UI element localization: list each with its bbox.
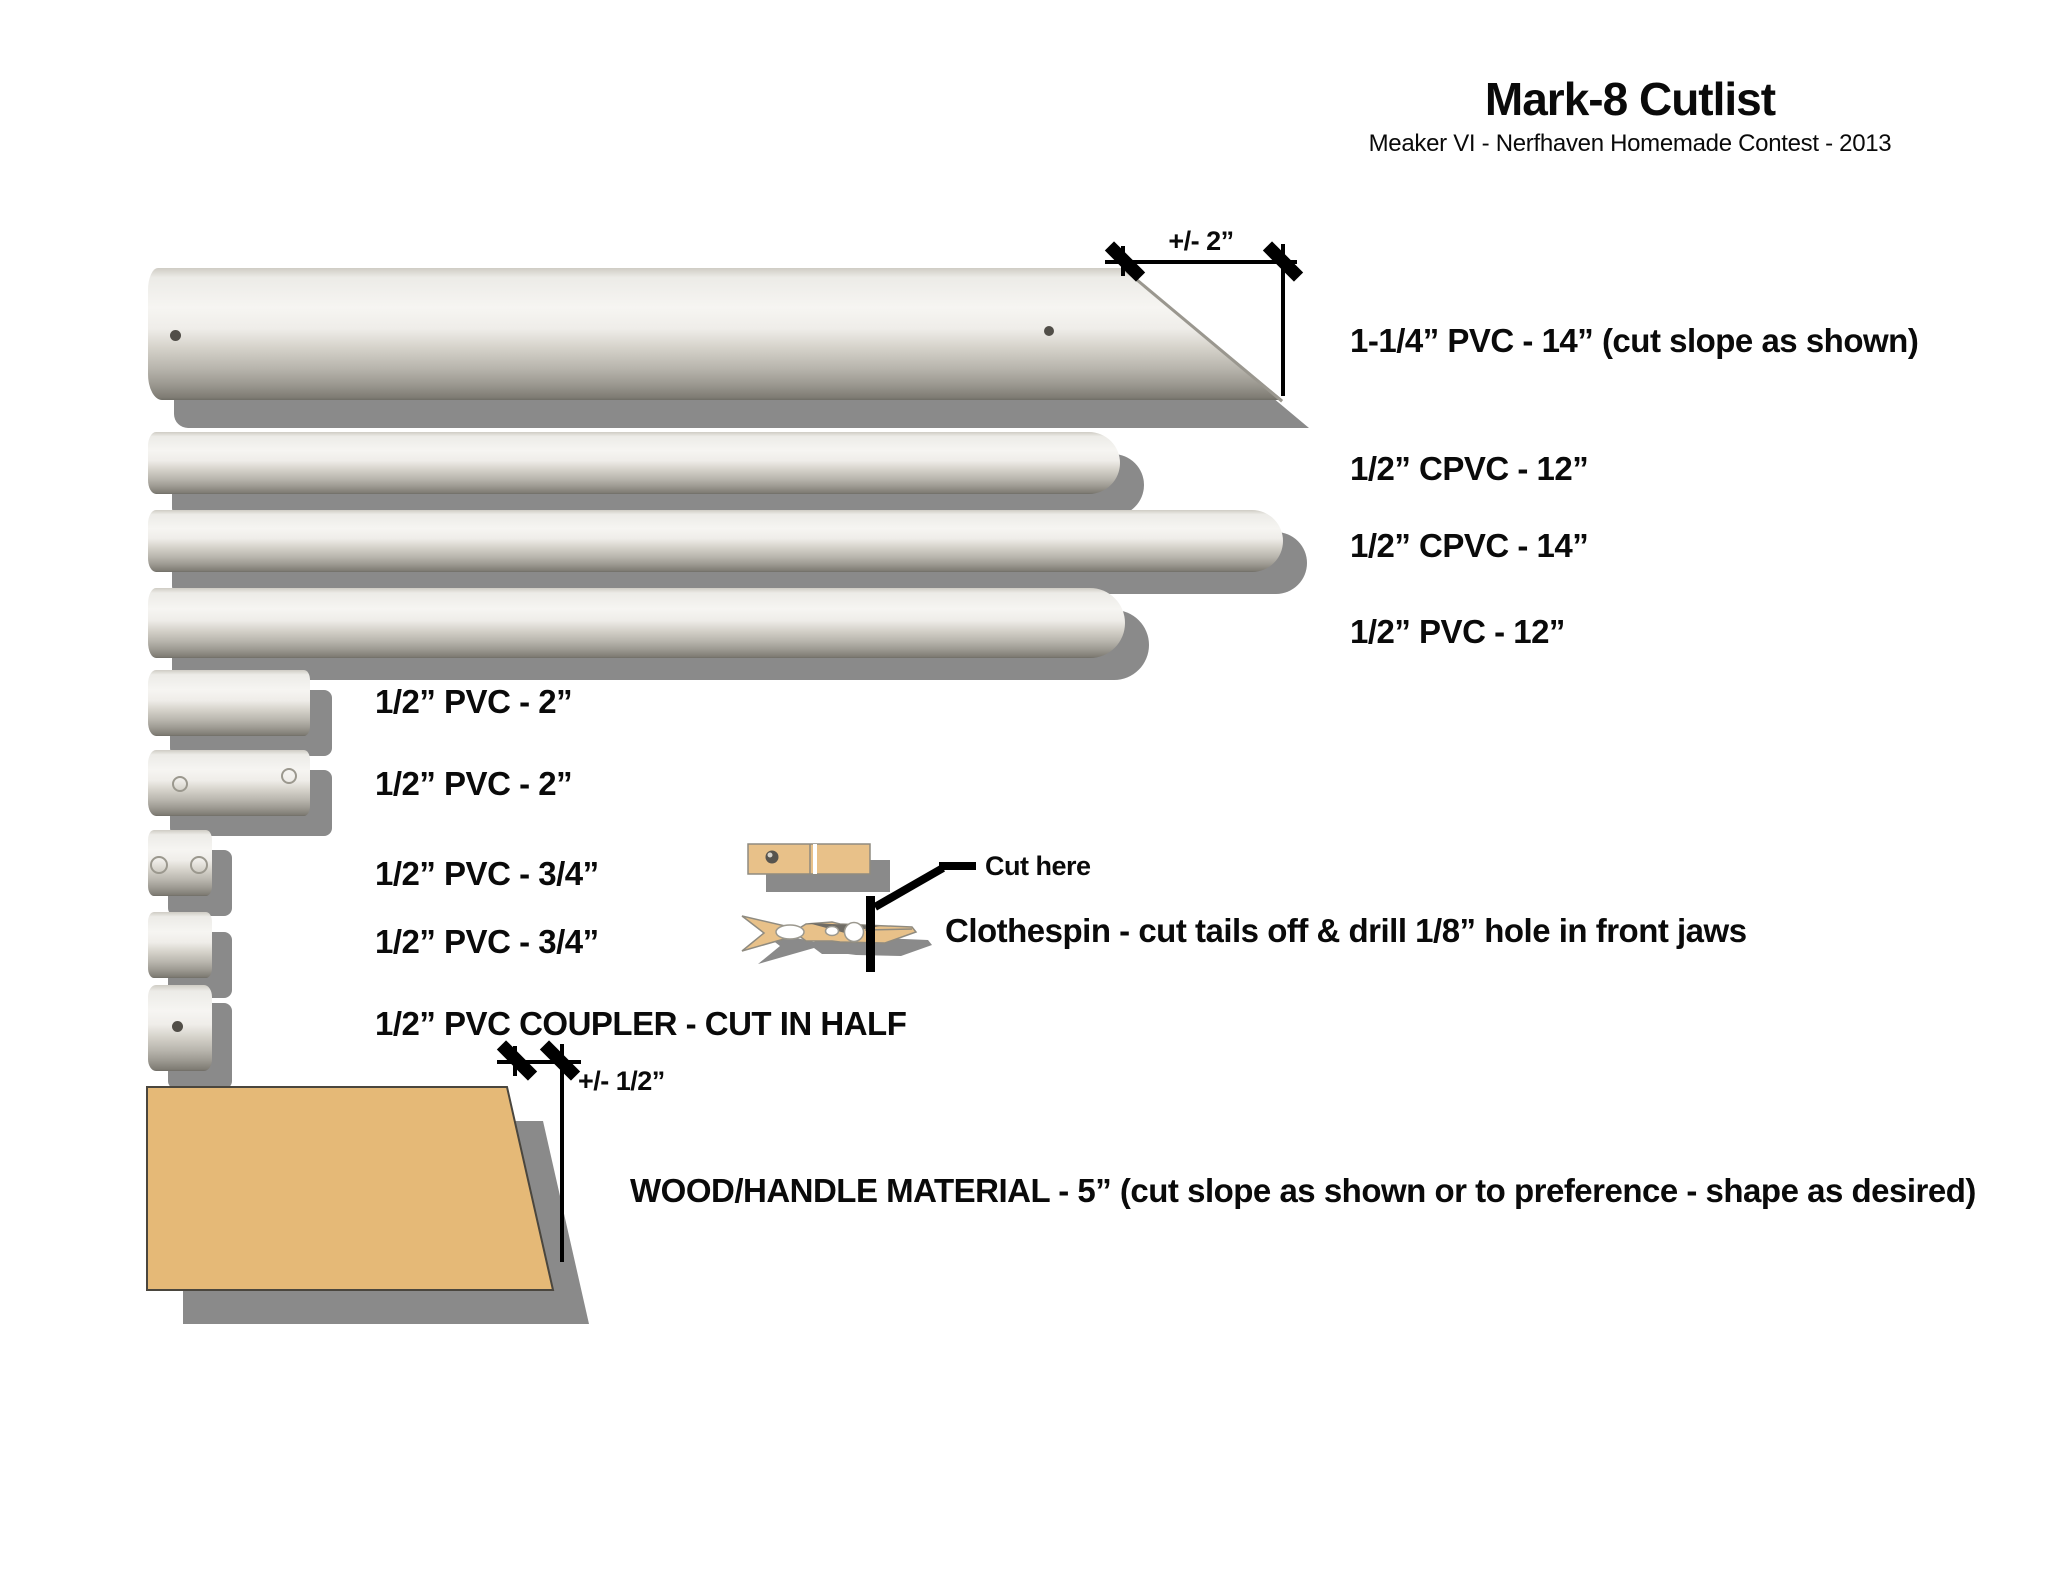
- pipe-1-2-cpvc-14: [148, 510, 1283, 572]
- dim1-line: [1105, 260, 1297, 264]
- pipe-1-2-pvc-34-b: [148, 912, 212, 978]
- pipe-1-1-4-pvc-14: [148, 268, 1283, 400]
- drill-hole-icon: [170, 330, 181, 341]
- spring-hole-icon: [775, 924, 805, 940]
- pipe-1-2-pvc-34-a: [148, 830, 212, 896]
- wood-face: [146, 1086, 555, 1291]
- cut-line: [866, 896, 875, 972]
- dim2-extension-line: [560, 1044, 564, 1262]
- jaw-seam-shadow: [808, 923, 880, 933]
- pipe-1-2-pvc-2-b: [148, 750, 310, 816]
- leader-diagonal: [873, 864, 945, 911]
- label-pipe1: 1-1/4” PVC - 14” (cut slope as shown): [1350, 322, 1919, 359]
- label-pipe4: 1/2” PVC - 12”: [1350, 613, 1565, 650]
- clothespin-top-view: [747, 843, 890, 892]
- drill-hole-icon: [765, 850, 779, 864]
- pipe-1-2-pvc-12: [148, 588, 1125, 658]
- title-block: Mark-8 Cutlist Meaker VI - Nerfhaven Hom…: [1330, 72, 1930, 158]
- dim1-extension-line: [1281, 260, 1285, 396]
- drill-hole-icon: [172, 1021, 183, 1032]
- label-coupler: 1/2” PVC COUPLER - CUT IN HALF: [375, 1005, 907, 1042]
- wood-block: [146, 1086, 589, 1324]
- label-wood: WOOD/HANDLE MATERIAL - 5” (cut slope as …: [630, 1172, 1976, 1209]
- clothespin-side-shadow: [758, 929, 932, 964]
- page-title: Mark-8 Cutlist: [1484, 73, 1776, 125]
- cut-mark-ring-icon: [150, 856, 168, 874]
- cut-here-callout-line: [873, 862, 976, 911]
- pipe-1-2-pvc-2-a: [148, 670, 310, 736]
- cut-mark-ring-icon: [172, 776, 188, 792]
- cut-mark-ring-icon: [281, 768, 297, 784]
- label-pipe8: 1/2” PVC - 3/4”: [375, 923, 599, 960]
- hole-highlight: [767, 852, 773, 858]
- spring-hole-icon: [824, 925, 840, 937]
- label-pipe7: 1/2” PVC - 3/4”: [375, 855, 599, 892]
- pipe-1-2-cpvc-12: [148, 432, 1120, 494]
- pvc-coupler: [148, 985, 212, 1071]
- label-clothespin: Clothespin - cut tails off & drill 1/8” …: [945, 912, 1747, 949]
- spring-coil-icon: [843, 921, 865, 943]
- dim2-line: [497, 1060, 581, 1064]
- label-pipe6: 1/2” PVC - 2”: [375, 765, 573, 802]
- label-pipe5: 1/2” PVC - 2”: [375, 683, 573, 720]
- drill-hole-icon: [1044, 326, 1054, 336]
- page-subtitle: Meaker VI - Nerfhaven Homemade Contest -…: [1368, 130, 1892, 157]
- label-pipe3: 1/2” CPVC - 14”: [1350, 527, 1589, 564]
- cut-mark-ring-icon: [190, 856, 208, 874]
- dim1-label: +/- 2”: [1168, 226, 1234, 256]
- label-pipe2: 1/2” CPVC - 12”: [1350, 450, 1589, 487]
- dim2-label: +/- 1/2”: [578, 1066, 665, 1096]
- cut-here-label: Cut here: [985, 851, 1091, 881]
